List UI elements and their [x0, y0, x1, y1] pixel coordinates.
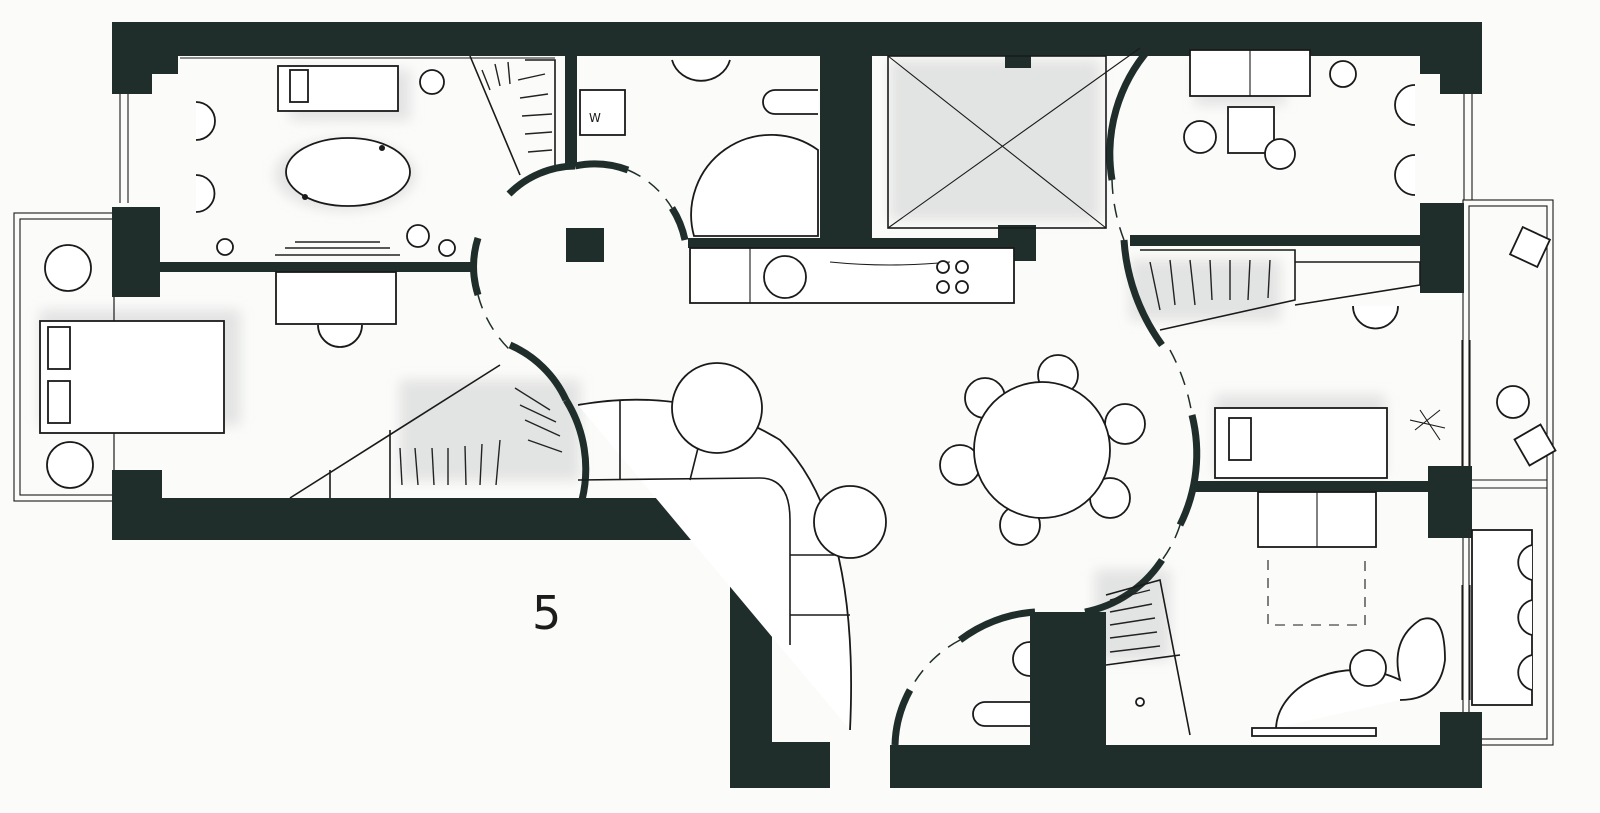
stair-hatching	[469, 55, 556, 176]
washer-label: W	[589, 111, 601, 125]
bedroom-left-furniture	[39, 244, 397, 489]
curved-doors	[470, 45, 1201, 746]
kitchen-counter	[689, 247, 1015, 304]
bathroom-top-fixtures: W	[579, 59, 819, 237]
dining-table	[939, 354, 1146, 546]
stairwell-void	[887, 47, 1141, 229]
living-sofa	[577, 362, 887, 731]
bedroom-bottom-right-furniture	[1251, 491, 1533, 737]
plan-number: 5	[532, 586, 562, 640]
bedroom-top-left-furniture	[195, 65, 456, 257]
study-top-right-furniture	[1183, 49, 1416, 196]
bathroom-bottom-fixtures	[972, 641, 1145, 727]
wardrobe-right	[1140, 249, 1421, 331]
wardrobe-lower-left	[289, 364, 563, 499]
bedroom-right-furniture	[1214, 225, 1557, 479]
pencil-shading	[40, 60, 1385, 660]
wardrobe-bottom-right	[1105, 578, 1191, 736]
